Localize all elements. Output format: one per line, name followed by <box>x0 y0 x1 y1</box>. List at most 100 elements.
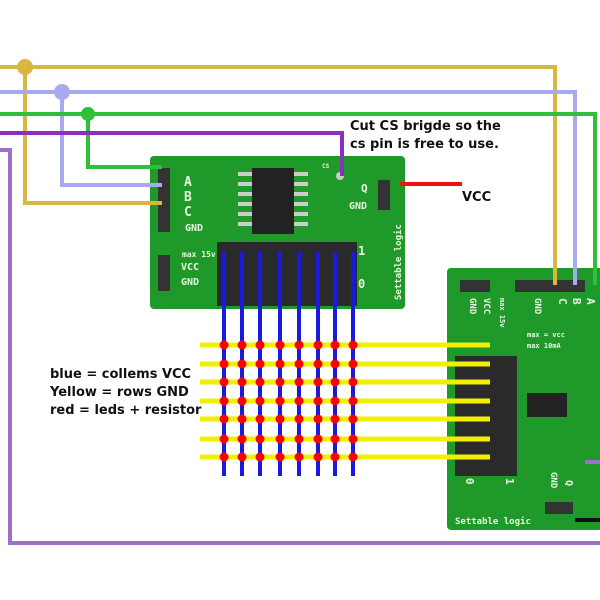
left-power-vcc: VCC <box>181 262 199 273</box>
led-r3-c8 <box>348 377 358 387</box>
led-r1-c7 <box>330 340 340 350</box>
right-row-0: 0 <box>463 478 476 485</box>
right-input-a: A <box>584 298 597 305</box>
led-r5-c3 <box>255 414 265 424</box>
led-r6-c3 <box>255 434 265 444</box>
led-r6-c1 <box>219 434 229 444</box>
led-r3-c3 <box>255 377 265 387</box>
left-input-a: A <box>184 175 192 190</box>
right-input-c: C <box>556 298 569 305</box>
led-r3-c2 <box>237 377 247 387</box>
vcc-label: VCC <box>462 190 492 205</box>
led-r1-c5 <box>294 340 304 350</box>
legend-yellow: Yellow = rows GND <box>50 385 189 400</box>
left-power-gnd: GND <box>181 277 199 288</box>
led-r2-c4 <box>275 359 285 369</box>
led-r6-c8 <box>348 434 358 444</box>
led-r6-c4 <box>275 434 285 444</box>
junction-c <box>17 59 33 75</box>
left-input-gnd: GND <box>185 223 203 234</box>
led-r1-c1 <box>219 340 229 350</box>
led-r6-c5 <box>294 434 304 444</box>
wire-cs-left <box>0 131 344 176</box>
right-note-maxvcc: max = vcc <box>527 331 565 339</box>
led-r4-c7 <box>330 396 340 406</box>
led-r3-c1 <box>219 377 229 387</box>
led-r4-c5 <box>294 396 304 406</box>
led-r4-c1 <box>219 396 229 406</box>
cs-note-line-1: Cut CS brigde so the <box>350 119 501 134</box>
led-r2-c8 <box>348 359 358 369</box>
led-matrix <box>200 252 490 476</box>
led-r5-c6 <box>313 414 323 424</box>
led-r2-c1 <box>219 359 229 369</box>
wire-cs-right <box>0 148 600 545</box>
led-r3-c7 <box>330 377 340 387</box>
led-r5-c1 <box>219 414 229 424</box>
led-r7-c8 <box>348 452 358 462</box>
led-r4-c6 <box>313 396 323 406</box>
led-r7-c2 <box>237 452 247 462</box>
left-note-max15v: max 15v <box>182 250 216 259</box>
left-row-0: 0 <box>358 277 365 291</box>
wire-c <box>0 65 557 285</box>
led-r1-c2 <box>237 340 247 350</box>
led-r4-c4 <box>275 396 285 406</box>
led-r7-c5 <box>294 452 304 462</box>
led-r6-c2 <box>237 434 247 444</box>
right-note-max15v: max 15v <box>498 298 506 328</box>
led-r1-c3 <box>255 340 265 350</box>
left-board: A B C GND max 15v VCC GND Q GND CS 1 0 S… <box>150 156 405 309</box>
cs-note-line-2: cs pin is free to use. <box>350 137 499 152</box>
junction-a <box>81 107 95 121</box>
led-r6-c7 <box>330 434 340 444</box>
led-r7-c3 <box>255 452 265 462</box>
led-r6-c6 <box>313 434 323 444</box>
junction-b <box>54 84 70 100</box>
led-r2-c2 <box>237 359 247 369</box>
led-r3-c4 <box>275 377 285 387</box>
led-r4-c3 <box>255 396 265 406</box>
left-output-q: Q <box>361 182 368 195</box>
led-r4-c2 <box>237 396 247 406</box>
led-r7-c6 <box>313 452 323 462</box>
led-r5-c2 <box>237 414 247 424</box>
right-output-gnd: GND <box>548 472 558 489</box>
right-note-max10ma: max 10mA <box>527 342 562 350</box>
left-row-1: 1 <box>358 244 365 258</box>
left-board-title: Settable logic <box>393 224 404 300</box>
led-r1-c4 <box>275 340 285 350</box>
led-r7-c1 <box>219 452 229 462</box>
right-input-gnd: GND <box>532 298 542 315</box>
legend: blue = collems VCC Yellow = rows GND red… <box>50 366 201 420</box>
led-r5-c8 <box>348 414 358 424</box>
led-r3-c6 <box>313 377 323 387</box>
legend-red: red = leds + resistor <box>50 403 202 418</box>
led-r4-c8 <box>348 396 358 406</box>
led-r2-c5 <box>294 359 304 369</box>
left-input-c: C <box>184 205 192 220</box>
left-cs-label: CS <box>322 163 330 170</box>
led-r5-c7 <box>330 414 340 424</box>
led-r1-c8 <box>348 340 358 350</box>
cs-note: Cut CS brigde so the cs pin is free to u… <box>350 118 501 154</box>
wire-b-drop <box>60 92 162 187</box>
right-output-q: Q <box>563 480 574 486</box>
wires <box>0 65 600 545</box>
right-board-title: Settable logic <box>455 516 531 527</box>
right-row-1: 1 <box>503 478 516 485</box>
led-r5-c4 <box>275 414 285 424</box>
right-power-gnd: GND <box>467 298 477 315</box>
led-r7-c7 <box>330 452 340 462</box>
right-board: A B C GND VCC GND max 15v max = vcc max … <box>447 268 600 530</box>
led-r7-c4 <box>275 452 285 462</box>
wire-a <box>0 112 597 285</box>
left-output-gnd: GND <box>349 201 367 212</box>
led-r1-c6 <box>313 340 323 350</box>
led-r2-c6 <box>313 359 323 369</box>
led-r2-c3 <box>255 359 265 369</box>
legend-blue: blue = collems VCC <box>50 367 192 382</box>
led-r5-c5 <box>294 414 304 424</box>
led-r3-c5 <box>294 377 304 387</box>
